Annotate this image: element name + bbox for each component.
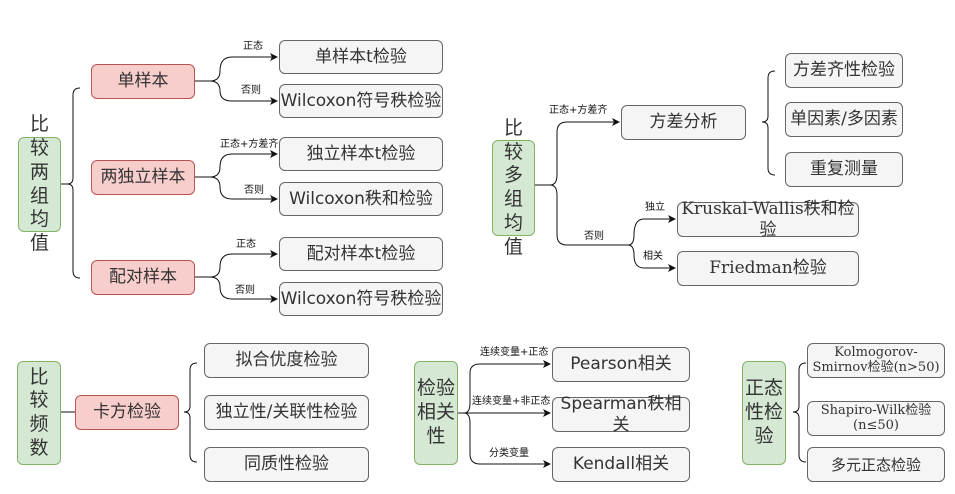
edge-label-independent: 独立 xyxy=(645,202,665,213)
edge-label-related: 相关 xyxy=(643,251,663,262)
chisq-goodness-of-fit[interactable]: 拟合优度检验 xyxy=(204,343,369,378)
edge-multi-anova xyxy=(549,118,620,186)
edge-label-else: 否则 xyxy=(584,231,604,242)
edge-paired-normal xyxy=(209,250,278,278)
anova-single-multi-factor[interactable]: 单因素/多因素 xyxy=(785,102,903,137)
method-kendall[interactable]: Kendall相关 xyxy=(552,447,690,482)
category-paired-samples[interactable]: 配对样本 xyxy=(91,260,195,295)
root-compare-frequencies[interactable]: 比较频数 xyxy=(17,361,61,465)
edge-multi-independent xyxy=(627,215,676,246)
edge-multi-related xyxy=(627,244,676,272)
method-shapiro-wilk[interactable]: Shapiro-Wilk检验(n≤50) xyxy=(807,401,945,436)
category-two-independent-samples[interactable]: 两独立样本 xyxy=(91,160,195,195)
category-chi-square-test[interactable]: 卡方检验 xyxy=(75,395,179,430)
edge-label-paired-normal: 正态 xyxy=(236,239,256,250)
category-single-sample[interactable]: 单样本 xyxy=(91,64,195,99)
edge-corr-pearson xyxy=(463,360,551,414)
method-kruskal-wallis[interactable]: Kruskal-Wallis秩和检验 xyxy=(677,199,859,240)
edge-single-else xyxy=(209,80,278,105)
chisq-independence[interactable]: 独立性/关联性检验 xyxy=(204,395,369,430)
method-pearson[interactable]: Pearson相关 xyxy=(552,347,690,382)
edge-label-single-normal: 正态 xyxy=(243,41,263,52)
anova-homogeneity-test[interactable]: 方差齐性检验 xyxy=(785,53,903,88)
edge-corr-kendall xyxy=(463,412,551,468)
root-correlation-test[interactable]: 检验相关性 xyxy=(414,361,458,465)
root-compare-multi-group-means[interactable]: 比较多组均值 xyxy=(492,117,535,258)
root-normality-test[interactable]: 正态性检验 xyxy=(742,361,786,465)
edge-label-spearman: 连续变量+非正态 xyxy=(472,396,551,407)
method-kolmogorov-smirnov[interactable]: Kolmogorov-Smirnov检验(n>50) xyxy=(807,343,945,378)
method-multivariate-normality[interactable]: 多元正态检验 xyxy=(807,447,945,482)
method-independent-t-test[interactable]: 独立样本t检验 xyxy=(279,137,443,171)
brace-chisq xyxy=(183,362,198,463)
method-friedman[interactable]: Friedman检验 xyxy=(677,251,859,286)
edge-indep-else xyxy=(209,176,278,203)
edge-multi-else xyxy=(549,184,628,246)
edge-label-single-else: 否则 xyxy=(241,85,261,96)
anova-repeated-measures[interactable]: 重复测量 xyxy=(785,152,903,187)
edge-paired-else xyxy=(209,276,278,303)
method-wilcoxon-signed-rank-paired[interactable]: Wilcoxon符号秩检验 xyxy=(279,282,443,316)
chisq-homogeneity[interactable]: 同质性检验 xyxy=(204,447,369,482)
root-compare-two-group-means[interactable]: 比较两组均值 xyxy=(18,113,61,254)
edge-label-pearson: 连续变量+正态 xyxy=(480,347,549,358)
edge-label-indep-else: 否则 xyxy=(244,185,264,196)
method-wilcoxon-rank-sum[interactable]: Wilcoxon秩和检验 xyxy=(279,182,443,216)
edge-label-kendall: 分类变量 xyxy=(489,448,529,459)
brace-two-group xyxy=(66,87,81,279)
edge-label-paired-else: 否则 xyxy=(235,285,255,296)
edge-single-normal xyxy=(209,53,278,82)
method-wilcoxon-signed-rank-single[interactable]: Wilcoxon符号秩检验 xyxy=(279,84,443,118)
method-one-sample-t-test[interactable]: 单样本t检验 xyxy=(279,40,443,74)
method-anova[interactable]: 方差分析 xyxy=(621,105,746,140)
brace-anova xyxy=(761,70,776,176)
brace-normality xyxy=(792,362,807,463)
method-paired-t-test[interactable]: 配对样本t检验 xyxy=(279,237,443,271)
method-spearman[interactable]: Spearman秩相关 xyxy=(552,394,690,435)
edge-label-anova: 正态+方差齐 xyxy=(549,105,608,116)
edge-label-indep-normal: 正态+方差齐 xyxy=(220,139,279,150)
edge-indep-normal xyxy=(209,150,278,178)
